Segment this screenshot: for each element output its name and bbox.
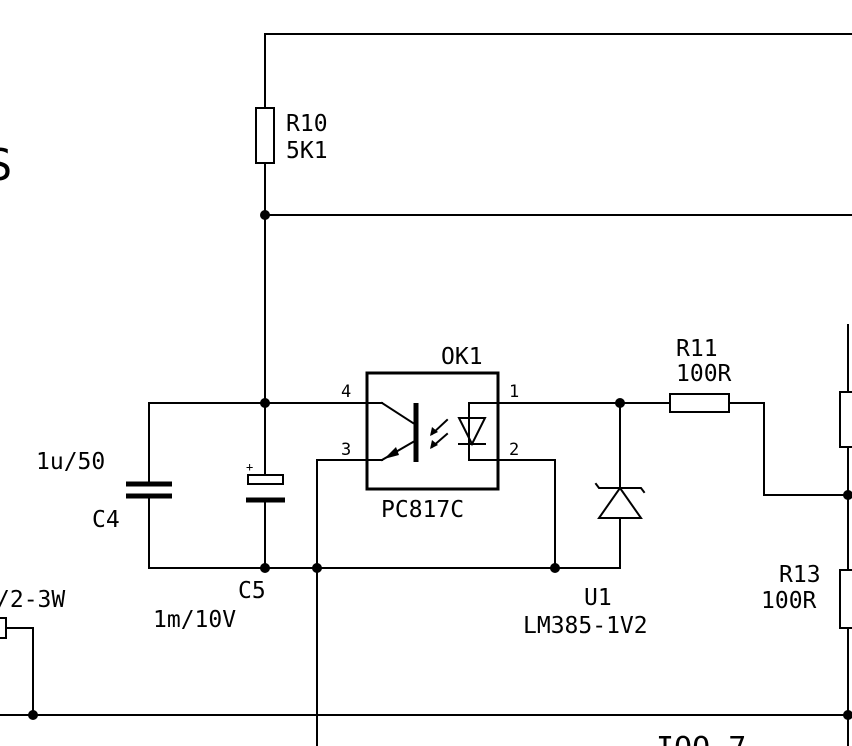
r10-ref-label: R10 — [286, 111, 328, 137]
resistor-r10: R10 5K1 — [255, 107, 328, 164]
r13-value-label: 100R — [761, 588, 817, 614]
zener-triangle — [597, 486, 643, 519]
r11-value-label: 100R — [676, 361, 732, 387]
wires — [0, 33, 852, 746]
zener-diode-u1: U1 LM385-1V2 — [523, 482, 648, 639]
resistor-r13-body — [839, 569, 852, 629]
optocoupler-ok1: OK1 PC817C 4 3 1 2 — [341, 344, 519, 523]
u1-ref-label: U1 — [584, 585, 612, 611]
ok1-ref-label: OK1 — [441, 344, 483, 370]
junction-dot — [28, 710, 38, 720]
c5-ref-label: C5 — [238, 578, 266, 604]
junction-dot — [615, 398, 625, 408]
partial-left-resistor — [0, 617, 7, 639]
u1-value-label: LM385-1V2 — [523, 613, 648, 639]
junction-dot — [843, 490, 852, 500]
c4-upper-wire — [148, 402, 266, 484]
junction-dot — [260, 210, 270, 220]
junction-dot — [312, 563, 322, 573]
junction-dots — [28, 210, 852, 720]
c4-value-label: 1u/50 — [36, 449, 105, 475]
led-diode-icon — [457, 402, 499, 461]
top-rail-wire — [264, 33, 852, 109]
ok1-pin-1-label: 1 — [509, 382, 519, 402]
partial-right-resistor-upper — [839, 391, 852, 448]
c4-lower-wire — [148, 496, 556, 569]
ok1-pin-3-label: 3 — [341, 440, 351, 460]
junction-dot — [260, 563, 270, 573]
partial-left-text: S — [0, 140, 13, 191]
r11-ref-label: R11 — [676, 336, 718, 362]
junction-dot — [843, 710, 852, 720]
optocoupler-body — [365, 371, 500, 491]
resistor-r10-body — [255, 107, 275, 164]
ok1-pin-2-label: 2 — [509, 440, 519, 460]
c5-polarity-mark: + — [246, 460, 253, 474]
partial-bottom-text: IOO 7 — [656, 731, 746, 746]
partial-right-resistors — [839, 391, 852, 629]
c5-positive-plate — [247, 474, 284, 485]
partial-left-label: /2-3W — [0, 587, 65, 613]
junction-dot — [260, 398, 270, 408]
r10-value-label: 5K1 — [286, 138, 328, 164]
c5-value-label: 1m/10V — [153, 607, 236, 633]
zener-bar — [594, 482, 646, 494]
r13-ref-label: R13 — [779, 562, 821, 588]
ok1-pin-4-label: 4 — [341, 382, 351, 402]
capacitor-c4: 1u/50 C4 — [36, 449, 172, 533]
resistor-r11-body — [669, 393, 730, 413]
light-emission-arrows-icon — [430, 418, 449, 449]
pin2-wire — [497, 459, 556, 569]
r11-right-wire — [728, 402, 852, 496]
phototransistor-icon — [366, 401, 419, 462]
ok1-value-label: PC817C — [381, 497, 464, 523]
c4-ref-label: C4 — [92, 507, 120, 533]
capacitor-c5: + C5 1m/10V — [153, 460, 285, 633]
left-resistor-lead — [5, 627, 34, 716]
resistor-r11: R11 100R — [669, 336, 732, 413]
pin3-wire — [316, 459, 368, 746]
junction-dot — [550, 563, 560, 573]
